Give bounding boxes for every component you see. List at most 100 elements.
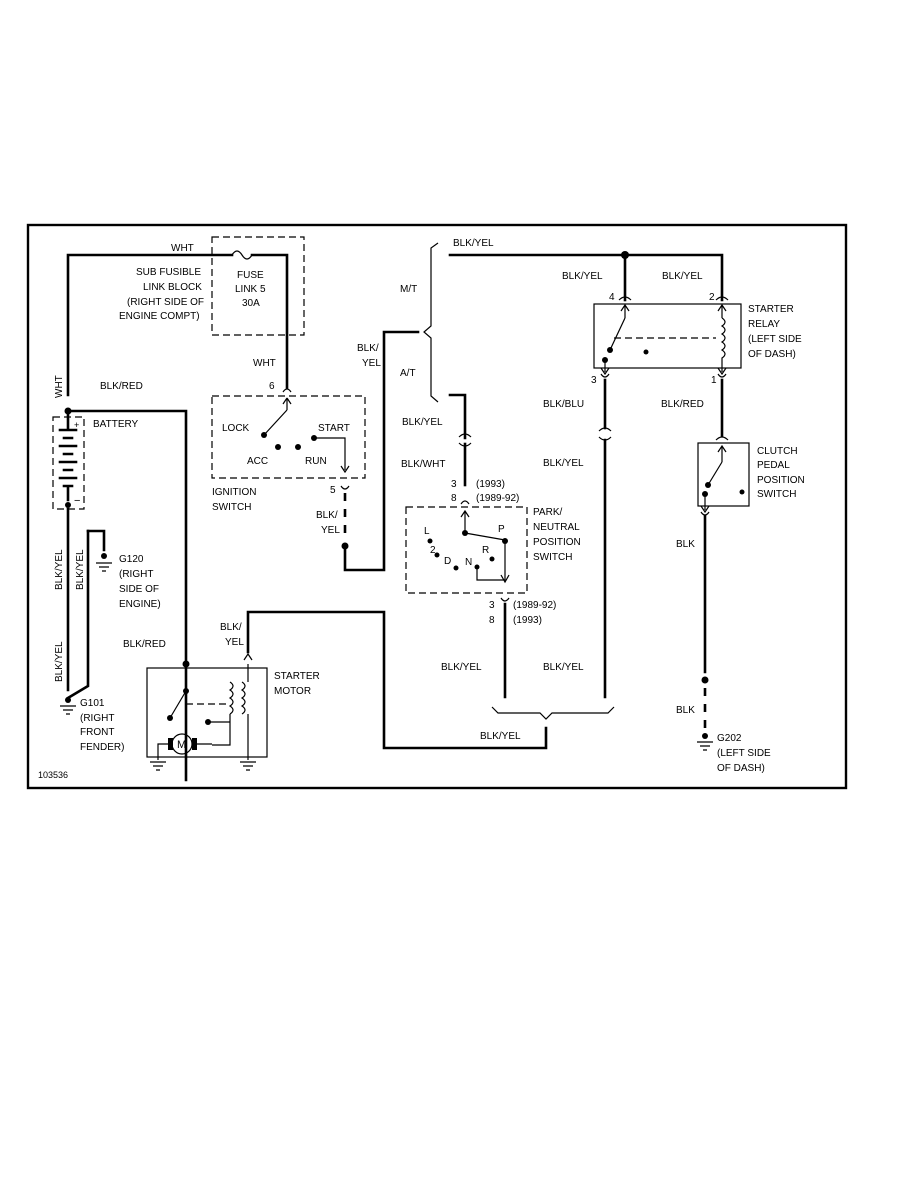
blk-yel-left-label: BLK/YEL — [54, 641, 65, 682]
relay-label: (LEFT SIDE — [748, 334, 802, 345]
motor-symbol-label: M — [177, 739, 186, 751]
wht-top-label: WHT — [171, 243, 194, 254]
svg-text:−: − — [74, 495, 80, 507]
starter-relay: BLK/YEL BLK/YEL 4 2 STARTER RELAY (LEFT … — [562, 271, 802, 386]
clutch-pedal-position-switch: CLUTCH PEDAL POSITION SWITCH BLK BLK G20… — [676, 436, 805, 774]
at-label: A/T — [400, 368, 416, 379]
ignition-label: SWITCH — [212, 502, 251, 513]
relay-pin-label: 2 — [709, 292, 715, 303]
g120-label: (RIGHT — [119, 569, 153, 580]
fuse-label: FUSE — [237, 270, 264, 281]
blk-label: BLK — [676, 539, 695, 550]
gear-d-label: D — [444, 556, 451, 567]
wht-left-label: WHT — [54, 375, 65, 398]
gear-n-label: N — [465, 557, 472, 568]
relay-pin-label: 4 — [609, 292, 615, 303]
sub-fusible-label: ENGINE COMPT) — [119, 311, 200, 322]
blk-yel-top-label: BLK/YEL — [453, 238, 494, 249]
g202-label: (LEFT SIDE — [717, 748, 771, 759]
blk-yel-left-label: BLK/YEL — [54, 549, 65, 590]
clutch-label: PEDAL — [757, 460, 790, 471]
park-neutral-position-switch: L 2 D N R P PARK/ NEUTRAL POSITION SWITC… — [405, 500, 581, 699]
fuse-label: LINK 5 — [235, 284, 266, 295]
starter-motor-label: MOTOR — [274, 686, 311, 697]
pn-pin-label: 3 — [451, 479, 457, 490]
blk-yel-left-label: BLK/YEL — [75, 549, 86, 590]
run-label: RUN — [305, 456, 327, 467]
pn-pin-label: 8 — [489, 615, 495, 626]
g101-label: (RIGHT — [80, 713, 114, 724]
blk-blu-label: BLK/BLU — [543, 399, 584, 410]
blk-yel-at-label: BLK/YEL — [402, 417, 443, 428]
blk-yel-starter-label: BLK/ — [220, 622, 242, 633]
relay-output-wires: BLK/BLU BLK/YEL BLK/YEL BLK/RED — [543, 378, 724, 699]
pn-pin-label: 3 — [489, 600, 495, 611]
g120-label: ENGINE) — [119, 599, 161, 610]
blk-wht-label: BLK/WHT — [401, 459, 445, 470]
pn-year-label: (1993) — [476, 479, 505, 490]
g101-label: FRONT — [80, 727, 114, 738]
clutch-label: POSITION — [757, 475, 805, 486]
clutch-label: CLUTCH — [757, 446, 798, 457]
relay-label: STARTER — [748, 304, 794, 315]
blk-yel-ign-label: BLK/ — [316, 510, 338, 521]
park-label: SWITCH — [533, 552, 572, 563]
blk-yel-mid-label: BLK/YEL — [543, 458, 584, 469]
g120-label: SIDE OF — [119, 584, 159, 595]
clutch-label: SWITCH — [757, 489, 796, 500]
blk-red-top-label: BLK/RED — [100, 381, 143, 392]
starter-motor-label: STARTER — [274, 671, 320, 682]
sub-fusible-link-block: WHT SUB FUSIBLE LINK BLOCK (RIGHT SIDE O… — [66, 236, 305, 397]
diagram-frame — [26, 223, 848, 790]
blk-yel-bot-label: BLK/YEL — [480, 731, 521, 742]
g101-label: G101 — [80, 698, 105, 709]
svg-text:+: + — [74, 420, 79, 430]
park-label: PARK/ — [533, 507, 562, 518]
park-label: POSITION — [533, 537, 581, 548]
battery: BLK/RED + − BATTERY — [52, 381, 188, 782]
g202-label: G202 — [717, 733, 742, 744]
transmission-split: BLK/ YEL M/T A/T BLK/YEL BLK/YEL BLK/WHT… — [357, 238, 724, 504]
blk-yel-starter-label: YEL — [225, 637, 244, 648]
blk-yel-bot-label: BLK/YEL — [441, 662, 482, 673]
figure-id: 103536 — [38, 770, 68, 780]
g202-label: OF DASH) — [717, 763, 765, 774]
sub-fusible-label: SUB FUSIBLE — [136, 267, 201, 278]
battery-label: BATTERY — [93, 419, 139, 430]
relay-pin-label: 3 — [591, 375, 597, 386]
start-label: START — [318, 423, 350, 434]
acc-label: ACC — [247, 456, 268, 467]
starter-motor: M BLK/ YEL STARTER MOTOR — [146, 610, 548, 771]
wht-mid-label: WHT — [253, 358, 276, 369]
relay-pin-label: 1 — [711, 375, 717, 386]
ignition-switch: 6 LOCK START ACC RUN 5 IGNITION SWITCH B… — [211, 330, 420, 572]
fuse-label: 30A — [242, 298, 260, 309]
gear-p-label: P — [498, 524, 505, 535]
sub-fusible-label: LINK BLOCK — [143, 282, 202, 293]
g120-label: G120 — [119, 554, 144, 565]
pin-5-label: 5 — [330, 485, 336, 496]
sub-fusible-label: (RIGHT SIDE OF — [127, 297, 204, 308]
park-label: NEUTRAL — [533, 522, 580, 533]
relay-label: OF DASH) — [748, 349, 796, 360]
blk-label: BLK — [676, 705, 695, 716]
g101-label: FENDER) — [80, 742, 124, 753]
blk-red-mid-label: BLK/RED — [123, 639, 166, 650]
bottom-brace — [491, 706, 615, 720]
lock-label: LOCK — [222, 423, 250, 434]
pn-pin-label: 8 — [451, 493, 457, 504]
relay-label: RELAY — [748, 319, 780, 330]
ignition-label: IGNITION — [212, 487, 256, 498]
pin-6-label: 6 — [269, 381, 275, 392]
blk-yel-bot-label: BLK/YEL — [543, 662, 584, 673]
gear-l-label: L — [424, 526, 430, 537]
blk-yel-relay-label: BLK/YEL — [662, 271, 703, 282]
blk-yel-ign-label: YEL — [321, 525, 340, 536]
blk-red-relay-label: BLK/RED — [661, 399, 704, 410]
pn-year-label: (1989-92) — [513, 600, 556, 611]
gear-2-label: 2 — [430, 545, 436, 556]
gear-r-label: R — [482, 545, 489, 556]
pn-year-label: (1989-92) — [476, 493, 519, 504]
pn-year-label: (1993) — [513, 615, 542, 626]
